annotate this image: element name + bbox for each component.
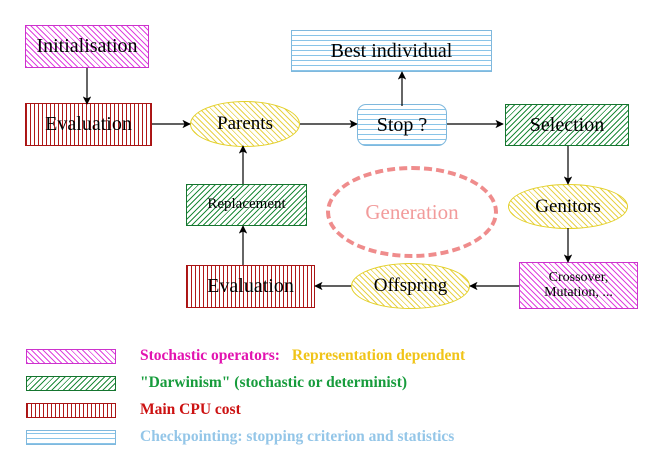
node-initialisation[interactable]: Initialisation xyxy=(25,25,149,68)
legend-swatch-blue xyxy=(26,429,116,445)
node-crossover-mutation-label-line2: Mutation, ... xyxy=(544,284,613,300)
node-best-individual-label: Best individual xyxy=(330,39,453,62)
node-selection[interactable]: Selection xyxy=(505,104,629,146)
legend-row-darwinism: "Darwinism" (stochastic or determinist) xyxy=(26,371,626,395)
node-initialisation-label: Initialisation xyxy=(36,35,138,57)
node-selection-label: Selection xyxy=(529,113,605,136)
node-genitors[interactable]: Genitors xyxy=(508,184,628,229)
node-stop-label: Stop ? xyxy=(376,113,428,136)
node-crossover-mutation[interactable]: Crossover, Mutation, ... xyxy=(519,262,638,309)
node-offspring[interactable]: Offspring xyxy=(351,263,470,309)
legend-label-main-cpu-cost: Main CPU cost xyxy=(140,401,241,418)
node-evaluation-bottom[interactable]: Evaluation xyxy=(186,265,315,308)
node-evaluation-bottom-label: Evaluation xyxy=(207,275,294,297)
legend-primary-text: Stochastic operators: xyxy=(140,347,280,364)
node-evaluation-top-label: Evaluation xyxy=(45,113,132,135)
legend-swatch-magenta xyxy=(26,348,116,364)
legend-row-main-cpu-cost: Main CPU cost xyxy=(26,398,626,422)
node-best-individual[interactable]: Best individual xyxy=(291,30,492,72)
node-crossover-mutation-label-line1: Crossover, xyxy=(548,269,609,285)
legend-secondary-text: Representation dependent xyxy=(291,347,466,364)
node-evaluation-top[interactable]: Evaluation xyxy=(25,103,152,146)
legend-swatch-green xyxy=(26,375,116,391)
legend-swatch-red xyxy=(26,402,116,418)
node-offspring-label: Offspring xyxy=(373,275,448,297)
node-replacement[interactable]: Replacement xyxy=(186,184,307,226)
node-generation: Generation xyxy=(326,166,498,258)
node-parents[interactable]: Parents xyxy=(190,101,300,147)
node-replacement-label: Replacement xyxy=(207,196,286,213)
legend-row-stochastic-operators: Stochastic operators: Representation depe… xyxy=(26,344,626,368)
legend-label-stochastic-operators: Stochastic operators: Representation depe… xyxy=(140,347,465,365)
node-parents-label: Parents xyxy=(217,113,273,135)
node-generation-label: Generation xyxy=(365,199,459,224)
legend-label-checkpointing: Checkpointing: stopping criterion and st… xyxy=(140,428,455,445)
legend-row-checkpointing: Checkpointing: stopping criterion and st… xyxy=(26,425,626,449)
legend: Stochastic operators: Representation depe… xyxy=(26,344,626,452)
node-genitors-label: Genitors xyxy=(535,195,601,217)
node-stop[interactable]: Stop ? xyxy=(357,104,447,146)
legend-label-darwinism: "Darwinism" (stochastic or determinist) xyxy=(140,374,408,391)
